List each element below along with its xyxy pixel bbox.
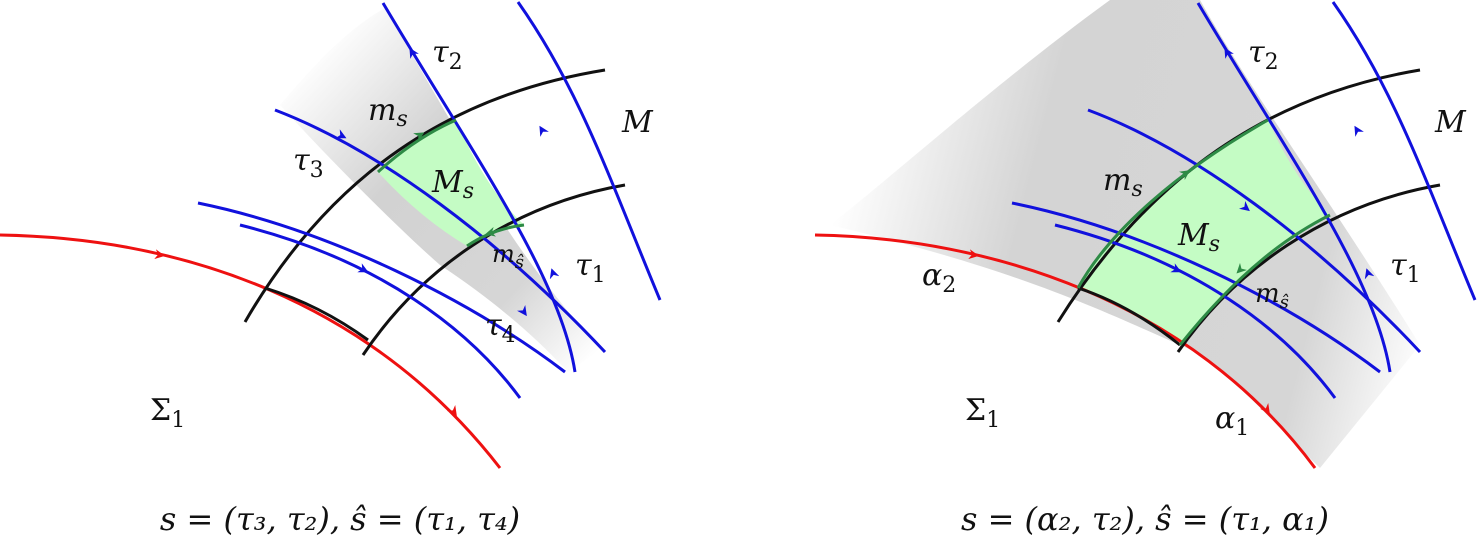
blue-curve-lower [239, 223, 522, 399]
blue-curve-tau1 [516, 1, 662, 301]
blue-curve-tau2 [381, 2, 577, 373]
label-Sigma1: Σ1 [150, 393, 185, 433]
green-region-Ms [378, 120, 524, 246]
label-tau1: τ1 [575, 248, 606, 288]
label-tau4: τ4 [485, 308, 516, 348]
label-alpha1: α1 [1215, 401, 1249, 441]
right-panel: τ2 ms Ms mŝ τ1 α2 α1 M Σ1 s = (α₂, τ₂), … [814, 0, 1477, 538]
blue-curve-tau4 [197, 201, 566, 374]
black-curve-outer [243, 68, 606, 323]
blue-curve-tau2 [1196, 2, 1392, 373]
green-curve-ms [1076, 118, 1269, 289]
label-ms: ms [368, 93, 408, 132]
blue-curve-upper [1087, 108, 1422, 354]
label-tau2: τ2 [1248, 35, 1279, 75]
blue-curve-middle [1011, 201, 1381, 374]
black-curve-inner [361, 183, 626, 356]
black-curve-connector [1077, 286, 1181, 347]
blue-arrow-tau1 [549, 268, 560, 285]
blue-curve-lower [1054, 223, 1337, 399]
label-mshat: mŝ [492, 240, 524, 273]
blue-arrow-right [539, 125, 549, 140]
caption-right: s = (α₂, τ₂), ŝ = (τ₁, α₁) [961, 500, 1329, 538]
label-tau2: τ2 [432, 35, 463, 75]
label-mshat: mŝ [1255, 279, 1289, 313]
black-curve-connector [264, 286, 369, 342]
label-alpha2: α2 [922, 258, 956, 298]
blue-arrow-right [1354, 125, 1364, 140]
label-M: M [1434, 105, 1467, 140]
label-Ms: Ms [431, 165, 474, 204]
label-M: M [621, 105, 654, 140]
blue-curve-tau1 [1331, 1, 1477, 301]
caption-left: s = (τ₃, τ₂), ŝ = (τ₁, τ₄) [160, 500, 520, 538]
label-tau1: τ1 [1390, 248, 1421, 288]
green-curve-ms [376, 118, 457, 174]
label-Ms: Ms [1177, 218, 1220, 257]
label-ms: ms [1103, 163, 1143, 202]
green-curve-mshat [1178, 213, 1331, 346]
label-Sigma1: Σ1 [965, 393, 1000, 433]
red-curve [0, 233, 502, 469]
left-panel: τ2 τ3 ms Ms mŝ τ1 τ4 M Σ1 s = (τ₃, τ₂), … [0, 1, 662, 538]
label-tau3: τ3 [293, 143, 324, 183]
blue-curve-tau3 [274, 108, 607, 354]
green-region-Ms [1078, 120, 1330, 345]
